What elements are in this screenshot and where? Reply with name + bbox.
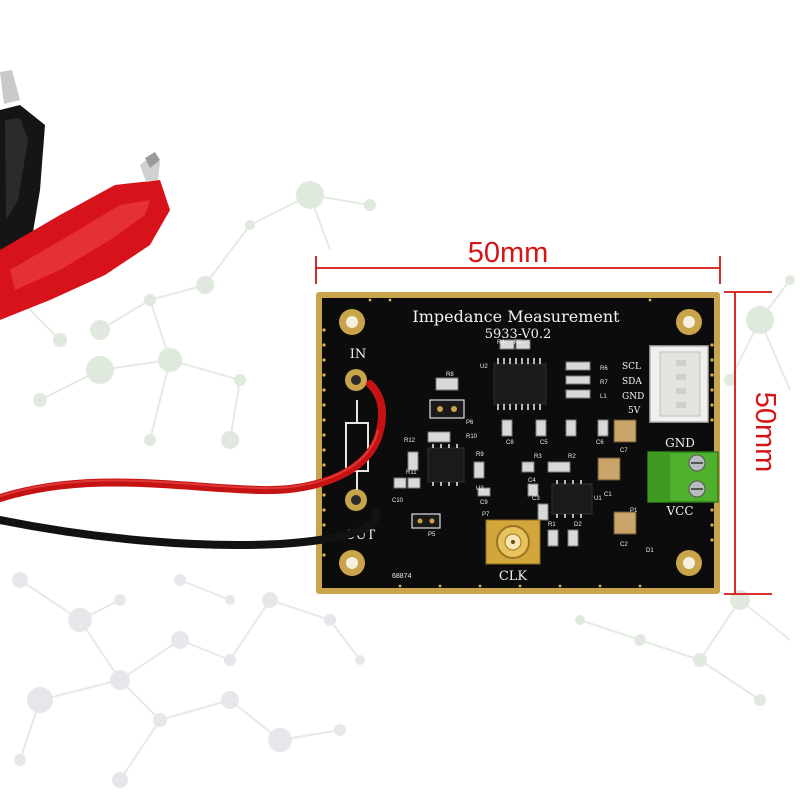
ref-r4: R4 xyxy=(497,340,505,346)
ref-c7: C7 xyxy=(620,448,628,454)
label-in: IN xyxy=(350,347,367,362)
ref-c8: C8 xyxy=(506,440,514,446)
ref-c4: C4 xyxy=(528,478,536,484)
ref-u1: U1 xyxy=(594,496,602,502)
ref-c5: C5 xyxy=(540,440,548,446)
dimension-width-marker xyxy=(315,256,721,284)
alligator-clips xyxy=(0,70,170,320)
ref-r8: R8 xyxy=(446,372,454,378)
black-cable xyxy=(0,508,381,549)
power-terminal-block xyxy=(647,451,719,503)
ref-r5: R5 xyxy=(514,340,522,346)
network-background xyxy=(12,181,795,788)
ref-r3: R3 xyxy=(534,454,542,460)
dimension-height-label: 50mm xyxy=(749,392,781,473)
dimension-height-marker xyxy=(724,291,772,595)
ref-r12: R12 xyxy=(404,438,416,444)
ref-c10: C10 xyxy=(392,498,404,504)
ref-p7: P7 xyxy=(482,512,490,518)
ref-c3: C3 xyxy=(532,496,540,502)
ref-u3: U3 xyxy=(476,486,484,492)
ref-r1: R1 xyxy=(548,522,556,528)
ref-r11: R11 xyxy=(406,470,417,476)
label-vcc: VCC xyxy=(665,504,693,518)
mounting-holes xyxy=(339,309,702,576)
board-serial: 68874 xyxy=(392,573,412,580)
ref-c1: C1 xyxy=(604,492,612,498)
dimension-width-label: 50mm xyxy=(468,237,549,269)
clk-sma-connector xyxy=(485,519,541,565)
ref-p6: P6 xyxy=(466,420,474,426)
pin-label-5v: 5V xyxy=(628,406,641,416)
ref-d2: D2 xyxy=(574,522,582,528)
label-clk: CLK xyxy=(499,569,528,584)
ref-p1: P1 xyxy=(630,508,638,514)
label-gnd: GND xyxy=(665,436,695,450)
ref-c9: C9 xyxy=(480,500,488,506)
ref-c6: C6 xyxy=(596,440,604,446)
ref-r7: R7 xyxy=(600,380,608,386)
ref-r10: R10 xyxy=(466,434,478,440)
board-version: 5933-V0.2 xyxy=(485,327,552,342)
board-title: Impedance Measurement xyxy=(412,307,620,326)
ref-r2: R2 xyxy=(568,454,576,460)
ref-u2: U2 xyxy=(480,364,488,370)
pin-label-scl: SCL xyxy=(622,362,641,372)
ref-d1: D1 xyxy=(646,548,654,554)
red-cable xyxy=(0,380,387,502)
pin-label-gnd: GND xyxy=(622,392,644,402)
i2c-header-connector xyxy=(649,345,709,423)
pcb-board xyxy=(316,292,720,594)
ref-r6: R6 xyxy=(600,366,608,372)
ref-l1: L1 xyxy=(600,394,607,400)
ref-c2: C2 xyxy=(620,542,628,548)
ref-p5: P5 xyxy=(428,532,436,538)
pin-label-sda: SDA xyxy=(622,377,642,387)
ref-r9: R9 xyxy=(476,452,484,458)
